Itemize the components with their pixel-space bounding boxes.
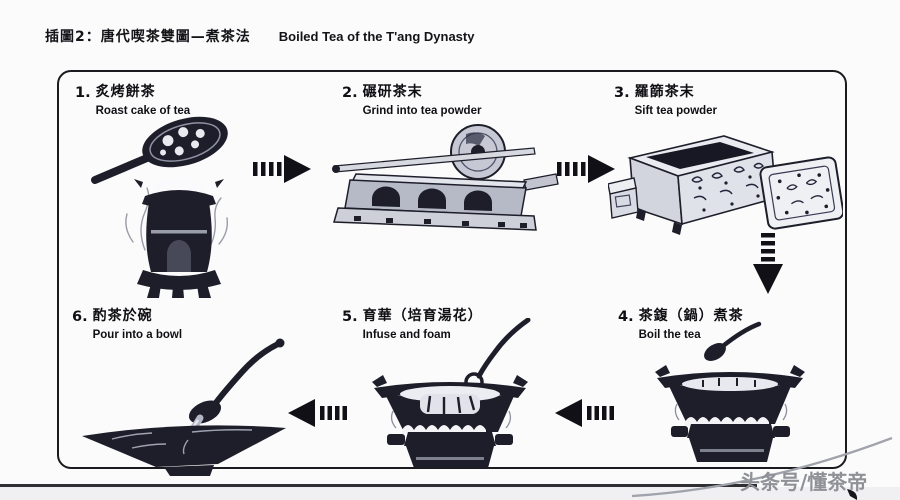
step-6-title-zh: 酌茶於碗 (92, 308, 153, 324)
step-6-label: 6. 酌茶於碗 Pour into a bowl (72, 308, 182, 342)
step-1-title-zh: 炙烤餅茶 (95, 84, 156, 100)
flow-arrow-down-3-4-icon (753, 233, 783, 294)
step-2-label: 2. 碾研茶末 Grind into tea powder (342, 84, 481, 118)
flow-arrow-left-5-6-icon (288, 399, 347, 427)
step-6-number: 6. (72, 309, 88, 325)
watermark-swoosh-curve (631, 436, 893, 498)
step-6-title-en: Pour into a bowl (92, 328, 183, 341)
roasting-stove-with-perforated-paddle-icon (91, 116, 229, 298)
watermark-pen-hook-icon (847, 489, 858, 500)
step-4-number: 4. (618, 309, 634, 325)
step-4-title-en: Boil the tea (638, 328, 701, 341)
title-english: Boiled Tea of the T'ang Dynasty (278, 29, 475, 44)
step-3-label: 3. 羅篩茶末 Sift tea powder (614, 84, 717, 118)
step-5-number: 5. (342, 309, 358, 325)
scan-bottom-line (0, 484, 757, 487)
stone-roller-mill-icon (332, 124, 559, 231)
page-title: 插圖2：唐代喫茶雙圖—煮茶法 Boiled Tea of the T'ang D… (45, 26, 474, 46)
watermark-text: 头条号/懂茶帝 (740, 470, 868, 494)
step-5-title-en: Infuse and foam (362, 328, 451, 341)
step-5-title-zh: 育華（培育湯花） (362, 308, 483, 324)
step-3-title-zh: 羅篩茶末 (634, 84, 695, 100)
step-3-title-en: Sift tea powder (634, 104, 718, 117)
flow-arrow-right-2-3-icon (557, 155, 615, 183)
step-3-number: 3. (614, 85, 630, 101)
ladle-pouring-into-bowl-icon (82, 338, 286, 476)
step-2-title-en: Grind into tea powder (362, 104, 482, 117)
cauldron-on-stove-with-spoon-icon (655, 321, 805, 462)
step-4-label: 4. 茶鍑（鍋）煮茶 Boil the tea (618, 308, 744, 342)
scan-bottom-strip (0, 487, 900, 500)
sieve-box-and-tray-icon (608, 135, 843, 235)
step-2-title-zh: 碾研茶末 (362, 84, 423, 100)
step-1-title-en: Roast cake of tea (95, 104, 191, 117)
diagram-panel (57, 70, 847, 469)
step-5-label: 5. 育華（培育湯花） Infuse and foam (342, 308, 483, 342)
flow-arrow-left-4-5-icon (555, 399, 614, 427)
step-1-label: 1. 炙烤餅茶 Roast cake of tea (75, 84, 190, 118)
step-2-number: 2. (342, 85, 358, 101)
cauldron-with-foam-and-ladle-icon (372, 318, 531, 468)
flow-arrow-right-1-2-icon (253, 155, 311, 183)
step-4-title-zh: 茶鍑（鍋）煮茶 (638, 308, 744, 324)
step-1-number: 1. (75, 85, 91, 101)
title-chinese: 插圖2：唐代喫茶雙圖—煮茶法 (45, 29, 251, 45)
